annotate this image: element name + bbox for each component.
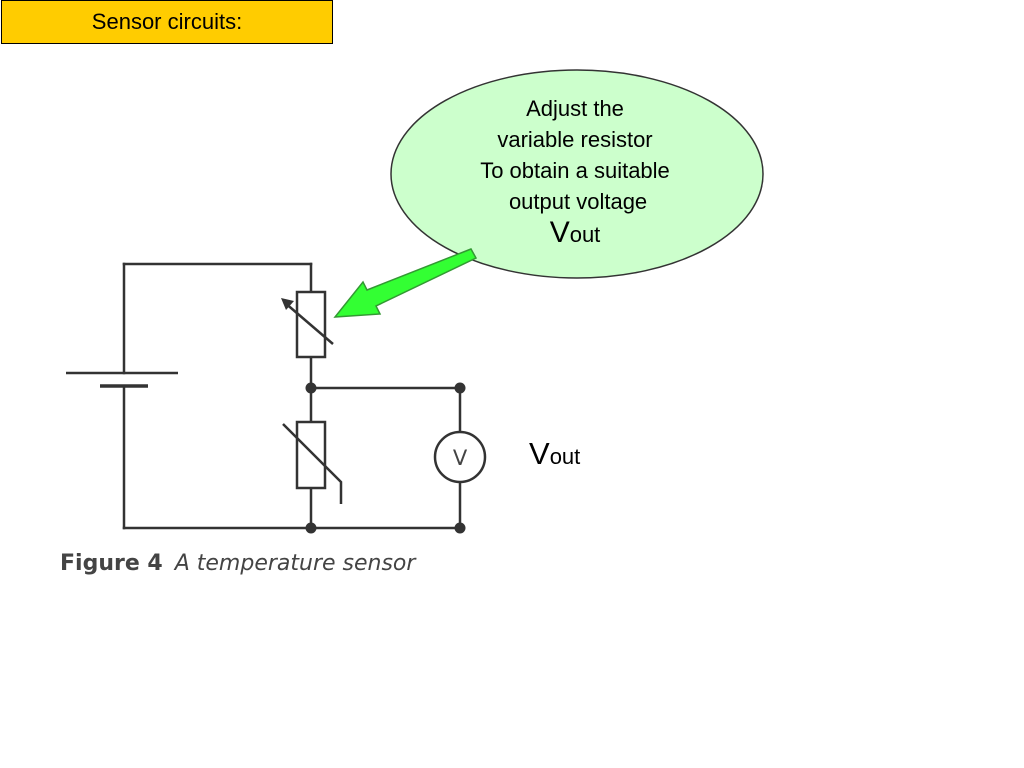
pointer-arrow (333, 248, 478, 318)
figure-caption: Figure 4 A temperature sensor (60, 551, 415, 576)
callout-vout-main: V (549, 216, 570, 249)
output-voltage-label: Vout (529, 436, 580, 472)
variable-arrowhead (281, 298, 294, 310)
voltmeter: V (433, 430, 487, 484)
figure-number: Figure 4 (60, 551, 163, 576)
callout-line: To obtain a suitable (480, 158, 670, 183)
variable-resistor (281, 290, 334, 359)
battery (66, 371, 178, 388)
callout-line: variable resistor (497, 127, 653, 152)
callout-vout: Vout (410, 217, 740, 250)
output-voltage-sub: out (549, 444, 581, 469)
slide-title-text: Sensor circuits: (91, 9, 243, 34)
figure-caption-text: A temperature sensor (174, 551, 416, 576)
terminal-dot (454, 522, 466, 534)
thermistor (282, 420, 343, 504)
junction-dots (305, 382, 466, 534)
callout-line: output voltage (502, 189, 648, 214)
output-voltage-main: V (529, 436, 550, 471)
circuit-wires (122, 262, 462, 530)
junction-dot (305, 382, 317, 394)
callout-bubble (390, 69, 764, 279)
junction-dot (305, 522, 317, 534)
callout-line: Adjust the (526, 96, 624, 121)
terminal-dot (454, 382, 466, 394)
callout-vout-sub: out (569, 222, 601, 247)
callout-text: Adjust the variable resistor To obtain a… (410, 93, 740, 250)
voltmeter-label: V (453, 446, 468, 470)
slide-title: Sensor circuits: (1, 0, 333, 44)
